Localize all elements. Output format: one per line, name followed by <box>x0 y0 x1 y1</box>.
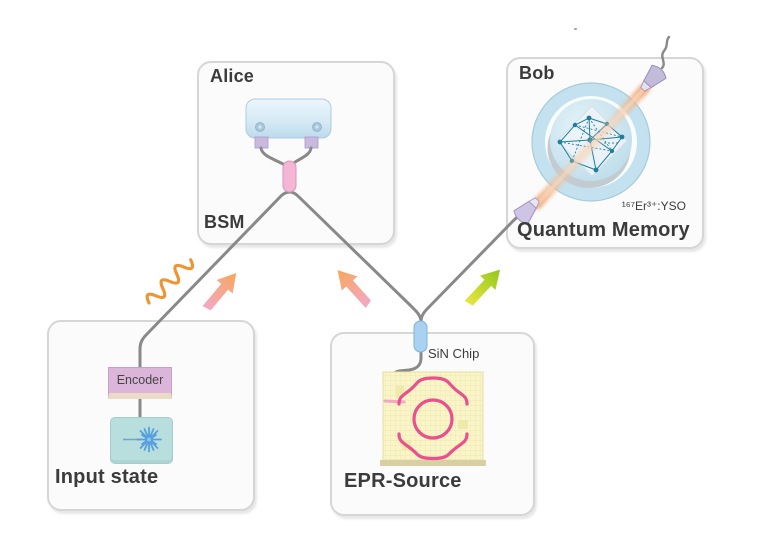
bsm-label: BSM <box>204 212 245 232</box>
artifact-dot <box>574 28 577 30</box>
arrow-epr-to-bob-icon <box>464 269 501 306</box>
epr-source-title: EPR-Source <box>344 470 462 492</box>
sin-chip-label: SiN Chip <box>428 346 480 361</box>
photon-wavepacket-icon <box>145 258 195 305</box>
arrow-input-to-bsm-icon <box>202 272 237 311</box>
input-state-title: Input state <box>55 466 159 488</box>
quantum-memory-label: Quantum Memory <box>517 219 690 241</box>
bob-title: Bob <box>519 63 555 83</box>
flow-arrows <box>202 269 501 311</box>
alice-title: Alice <box>210 66 255 86</box>
laser-box <box>110 417 173 464</box>
encoder-box: Encoder <box>108 367 172 399</box>
erbium-yso-label: ¹⁶⁷Er³⁺:YSO <box>621 199 686 213</box>
laser-starburst-icon <box>123 426 162 453</box>
arrow-epr-to-bsm-icon <box>337 270 372 309</box>
